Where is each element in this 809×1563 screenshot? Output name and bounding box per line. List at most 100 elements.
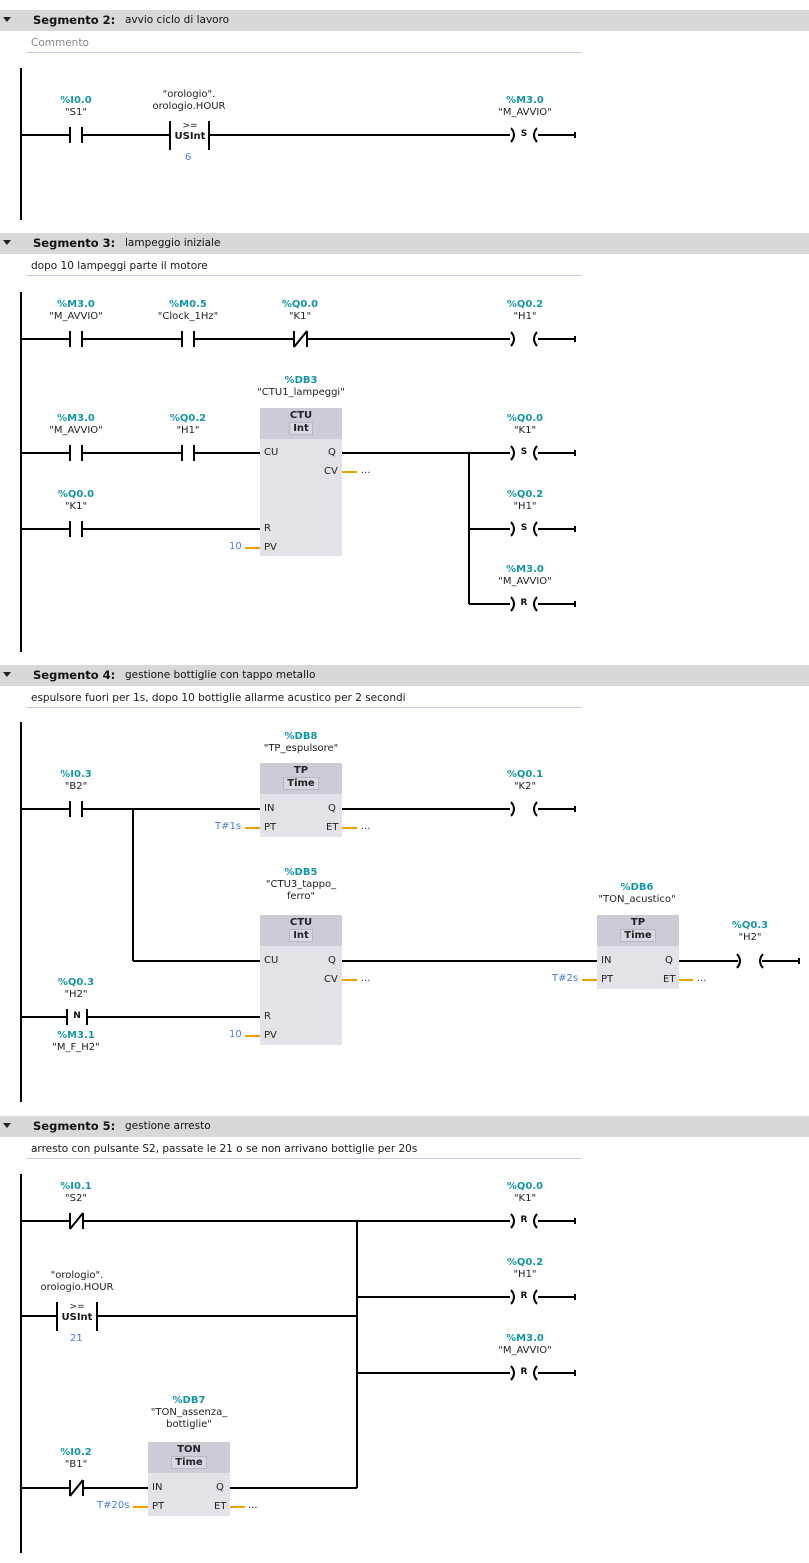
coil-bracket bbox=[533, 596, 538, 612]
fb-instance-label[interactable]: %DB5 "CTU3_tappo_ ferro" bbox=[266, 867, 336, 903]
contact-b1-nc[interactable]: %I0.2 "B1" bbox=[60, 1447, 91, 1471]
segment-title: Segmento 4: bbox=[33, 668, 116, 682]
segment-5-header[interactable]: Segmento 5: gestione arresto bbox=[0, 1116, 809, 1137]
segment-description[interactable]: gestione bottiglie con tappo metallo bbox=[125, 669, 316, 681]
segment-description[interactable]: gestione arresto bbox=[125, 1120, 211, 1132]
pin-q: Q bbox=[328, 803, 336, 814]
fb-type[interactable]: Int bbox=[289, 929, 313, 942]
collapse-triangle-icon[interactable] bbox=[3, 240, 11, 245]
coil-k1-set[interactable]: %Q0.0 "K1" bbox=[507, 413, 543, 437]
pin-et: ET bbox=[663, 974, 676, 985]
segment-5-comment[interactable]: arresto con pulsante S2, passate le 21 o… bbox=[27, 1140, 582, 1159]
comparator-type: USInt bbox=[61, 1312, 93, 1323]
fb-instance-label[interactable]: %DB3 "CTU1_lampeggi" bbox=[257, 375, 345, 399]
comparator-ge[interactable]: >= USInt bbox=[59, 1302, 95, 1323]
pv-value[interactable]: 10 bbox=[229, 1029, 242, 1040]
coil-m-avvio-reset[interactable]: %M3.0 "M_AVVIO" bbox=[498, 1333, 552, 1357]
coil-bracket bbox=[736, 953, 741, 969]
contact-clock-1hz[interactable]: %M0.5 "Clock_1Hz" bbox=[158, 299, 219, 323]
contact-h1[interactable]: %Q0.2 "H1" bbox=[170, 413, 206, 437]
segment-3-header[interactable]: Segmento 3: lampeggio iniziale bbox=[0, 233, 809, 254]
pt-value[interactable]: T#2s bbox=[552, 973, 579, 984]
pin-r: R bbox=[264, 1011, 271, 1022]
coil-h1[interactable]: %Q0.2 "H1" bbox=[507, 299, 543, 323]
no-contact-icon bbox=[69, 331, 83, 347]
operand-address: %I0.1 bbox=[60, 1181, 92, 1192]
operand-symbol: "H1" bbox=[176, 425, 200, 436]
fb-type[interactable]: Time bbox=[620, 929, 656, 942]
fb-instance-name-cont: ferro" bbox=[286, 891, 316, 902]
pin-cu: CU bbox=[264, 447, 279, 458]
pin-et: ET bbox=[214, 1501, 227, 1512]
fb-type[interactable]: Time bbox=[283, 777, 319, 790]
pin-pv: PV bbox=[264, 1030, 277, 1041]
fb-instance-name: "CTU1_lampeggi" bbox=[257, 387, 345, 398]
no-contact-icon bbox=[181, 331, 195, 347]
coil-h1-reset[interactable]: %Q0.2 "H1" bbox=[507, 1257, 543, 1281]
contact-s2-nc[interactable]: %I0.1 "S2" bbox=[60, 1181, 91, 1205]
pt-value[interactable]: T#20s bbox=[97, 1500, 130, 1511]
operand-address: %Q0.1 bbox=[506, 769, 544, 780]
operand-symbol: "B2" bbox=[64, 781, 88, 792]
coil-h2[interactable]: %Q0.3 "H2" bbox=[732, 920, 768, 944]
et-unconnected[interactable]: ... bbox=[697, 973, 707, 984]
fb-instance-label[interactable]: %DB8 "TP_espulsore" bbox=[264, 731, 339, 755]
coil-k1-reset[interactable]: %Q0.0 "K1" bbox=[507, 1181, 543, 1205]
operand-symbol: "B1" bbox=[64, 1459, 88, 1470]
comparator-operand[interactable]: "orologio". orologio.HOUR bbox=[41, 1270, 114, 1294]
contact-k1-nc[interactable]: %Q0.0 "K1" bbox=[282, 299, 318, 323]
segment-2-header[interactable]: Segmento 2: avvio ciclo di lavoro bbox=[0, 10, 809, 31]
operand-symbol: "K1" bbox=[513, 425, 537, 436]
pt-value[interactable]: T#1s bbox=[215, 821, 242, 832]
segment-4-header[interactable]: Segmento 4: gestione bottiglie con tappo… bbox=[0, 665, 809, 686]
operand-address: %Q0.0 bbox=[506, 1181, 544, 1192]
segment-3-comment[interactable]: dopo 10 lampeggi parte il motore bbox=[27, 257, 582, 276]
segment-description[interactable]: lampeggio iniziale bbox=[125, 237, 221, 249]
segment-2-comment[interactable]: Commento bbox=[27, 34, 582, 53]
contact-s1[interactable]: %I0.0 "S1" bbox=[60, 95, 91, 119]
operand-address: %Q0.0 bbox=[506, 413, 544, 424]
operand-line-1: "orologio". bbox=[50, 1270, 104, 1281]
n-edge-contact-h2[interactable]: %Q0.3 "H2" bbox=[58, 977, 94, 1001]
comparator-operand[interactable]: "orologio". orologio.HOUR bbox=[153, 89, 226, 113]
fb-type[interactable]: Int bbox=[289, 422, 313, 435]
fb-instance-name: "TON_assenza_ bbox=[150, 1407, 228, 1418]
cv-unconnected[interactable]: ... bbox=[361, 973, 371, 984]
segment-4-comment[interactable]: espulsore fuori per 1s, dopo 10 bottigli… bbox=[27, 689, 582, 708]
fb-instance-label[interactable]: %DB7 "TON_assenza_ bottiglie" bbox=[151, 1395, 227, 1431]
contact-b2[interactable]: %I0.3 "B2" bbox=[60, 769, 91, 793]
no-contact-icon bbox=[69, 127, 83, 143]
operand-address: %M3.0 bbox=[57, 413, 95, 424]
comparator-value[interactable]: 21 bbox=[70, 1333, 83, 1344]
coil-k2[interactable]: %Q0.1 "K2" bbox=[507, 769, 543, 793]
operand-line-1: "orologio". bbox=[162, 89, 216, 100]
et-unconnected[interactable]: ... bbox=[248, 1500, 258, 1511]
collapse-triangle-icon[interactable] bbox=[3, 1123, 11, 1128]
coil-m-avvio[interactable]: %M3.0 "M_AVVIO" bbox=[498, 95, 552, 119]
coil-h1-set[interactable]: %Q0.2 "H1" bbox=[507, 489, 543, 513]
cv-unconnected[interactable]: ... bbox=[361, 465, 371, 476]
contact-m-avvio[interactable]: %M3.0 "M_AVVIO" bbox=[49, 413, 103, 437]
collapse-triangle-icon[interactable] bbox=[3, 17, 11, 22]
contact-m-avvio[interactable]: %M3.0 "M_AVVIO" bbox=[49, 299, 103, 323]
segment-description[interactable]: avvio ciclo di lavoro bbox=[125, 14, 230, 26]
pin-pt: PT bbox=[152, 1501, 165, 1512]
comparator-ge[interactable]: >= USInt bbox=[172, 121, 208, 142]
contact-k1[interactable]: %Q0.0 "K1" bbox=[58, 489, 94, 513]
comparator-value[interactable]: 6 bbox=[185, 152, 192, 163]
fb-instance-label[interactable]: %DB6 "TON_acustico" bbox=[598, 882, 675, 906]
collapse-triangle-icon[interactable] bbox=[3, 672, 11, 677]
fb-db-address: %DB8 bbox=[284, 731, 318, 742]
pin-q: Q bbox=[328, 447, 336, 458]
edge-memory-bit[interactable]: %M3.1 "M_F_H2" bbox=[52, 1030, 99, 1054]
coil-m-avvio-reset[interactable]: %M3.0 "M_AVVIO" bbox=[498, 564, 552, 588]
pv-value[interactable]: 10 bbox=[229, 541, 242, 552]
fb-type[interactable]: Time bbox=[171, 1456, 207, 1469]
pin-q: Q bbox=[328, 955, 336, 966]
et-unconnected[interactable]: ... bbox=[361, 821, 371, 832]
